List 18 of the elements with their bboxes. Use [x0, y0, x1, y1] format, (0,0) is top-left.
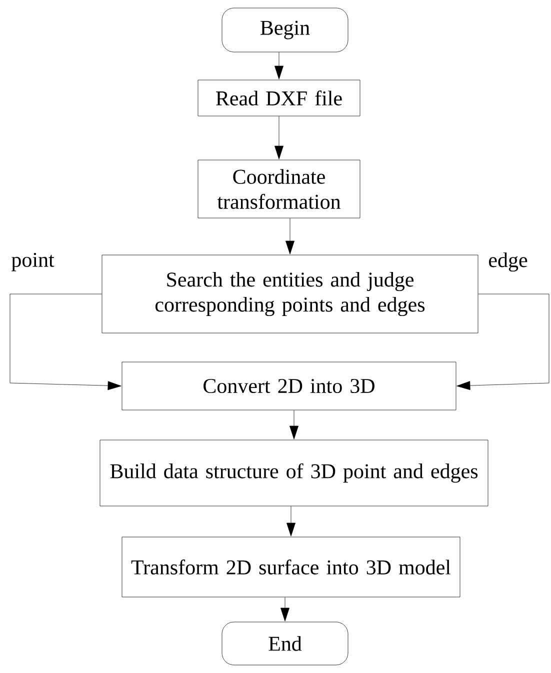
edge-label: point: [12, 252, 54, 272]
process-box: Search the entities and judge corresponding points and edges: [102, 254, 478, 334]
arrow: [280, 597, 290, 622]
terminal-box: Begin: [222, 8, 348, 52]
arrow: [286, 506, 296, 536]
process-box: Transform 2D surface into 3D model: [122, 536, 460, 598]
arrow: [290, 410, 298, 440]
arrow: [10, 294, 122, 390]
process-box: Coordinate transformation: [198, 160, 360, 218]
process-box: Read DXF file: [198, 80, 360, 116]
edge-label: edge: [489, 252, 528, 272]
process-box: Build data structure of 3D point and edges: [100, 440, 488, 506]
process-box: Convert 2D into 3D: [122, 362, 456, 410]
arrow: [274, 116, 284, 160]
arrow: [286, 218, 294, 254]
arrow: [456, 294, 550, 390]
arrow: [274, 52, 284, 80]
terminal-box: End: [222, 622, 348, 666]
